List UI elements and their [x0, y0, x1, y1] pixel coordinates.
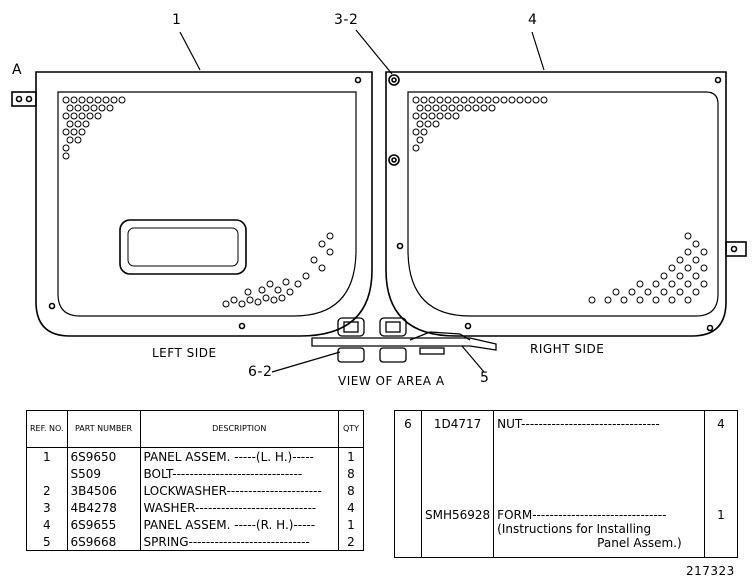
callout-4: 4 — [528, 12, 538, 28]
callout-5: 5 — [480, 370, 490, 386]
caption-right-side: RIGHT SIDE — [530, 342, 605, 356]
callout-1: 1 — [172, 12, 182, 28]
header-part: PART NUMBER — [67, 410, 141, 448]
left-panel-inner — [57, 91, 357, 317]
area-a-detail — [311, 317, 497, 363]
perforation-pattern — [62, 96, 708, 308]
header-desc: DESCRIPTION — [140, 410, 340, 448]
handle-window — [119, 219, 247, 275]
right-hinge — [725, 241, 747, 257]
table-row: 6 1D4717 NUT----------------------------… — [394, 410, 738, 503]
callout-3-2: 3-2 — [334, 12, 359, 28]
callout-a: A — [12, 62, 23, 78]
drawing-number: 217323 — [686, 564, 735, 578]
form-desc-line3: Panel Assem.) — [597, 536, 682, 551]
left-hinge — [11, 91, 37, 107]
form-desc-line2: (Instructions for Installing — [497, 522, 652, 537]
form-desc: FORM------------------------------- — [497, 508, 667, 523]
parts-table-2: 6 1D4717 NUT----------------------------… — [394, 410, 738, 558]
caption-left-side: LEFT SIDE — [152, 346, 217, 360]
table-header: REF. NO. PART NUMBER DESCRIPTION QTY — [26, 410, 364, 448]
right-panel-inner — [407, 91, 719, 317]
panel-drawing — [11, 29, 747, 373]
table-row: SMH56928 FORM---------------------------… — [394, 502, 738, 558]
callout-6-2: 6-2 — [248, 364, 273, 380]
right-panel-outline — [385, 71, 727, 337]
left-panel-outline — [35, 71, 373, 337]
caption-view-of-area-a: VIEW OF AREA A — [338, 374, 445, 388]
header-qty: QTY — [338, 410, 364, 448]
header-ref: REF. NO. — [26, 410, 68, 448]
